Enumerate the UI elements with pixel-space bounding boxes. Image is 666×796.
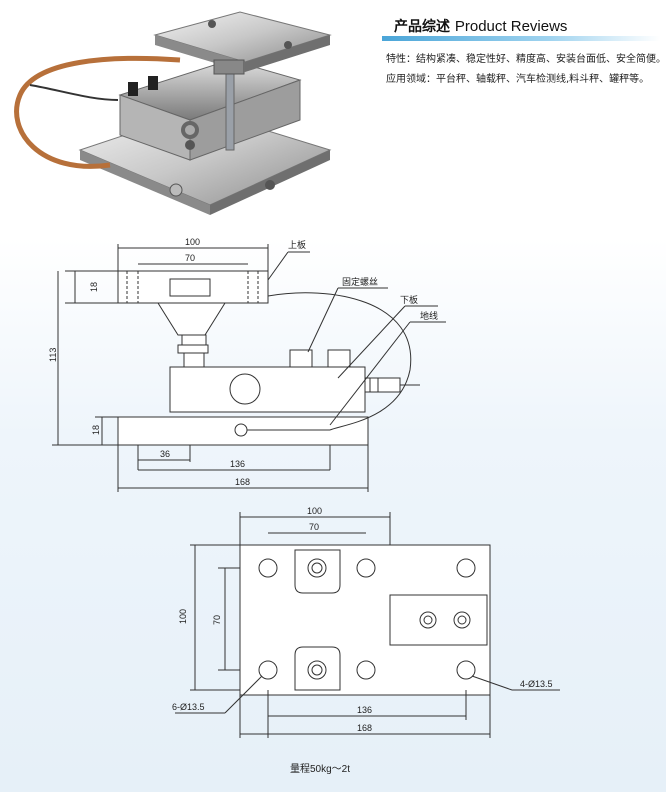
product-photo	[0, 0, 360, 225]
label-bottom-plate: 下板	[400, 294, 418, 305]
dim-hole-spacing: 136	[230, 459, 245, 469]
dim-bottom-thickness: 18	[91, 425, 101, 435]
plan-dim-top-width: 100	[307, 506, 322, 516]
dim-top-width: 100	[185, 237, 200, 247]
header-accent-bar	[382, 36, 660, 41]
dim-total-height: 113	[48, 348, 58, 362]
label-fixing-screw: 固定螺丝	[342, 276, 378, 287]
plan-dim-hole-spacing: 136	[357, 705, 372, 715]
section-title: 产品综述 Product Reviews	[394, 16, 567, 36]
plan-holes-left: 6-Ø13.5	[172, 702, 205, 712]
dim-base-width: 168	[235, 477, 250, 487]
dim-top-inner: 70	[185, 253, 195, 263]
dim-offset: 36	[160, 449, 170, 459]
plan-dim-height: 100	[178, 609, 188, 624]
section-header: 产品综述 Product Reviews	[382, 12, 660, 41]
plan-dim-inner-height: 70	[212, 615, 222, 625]
section-title-cn: 产品综述	[394, 19, 450, 35]
plan-dim-base-width: 168	[357, 723, 372, 733]
label-top-plate: 上板	[288, 239, 306, 250]
applications-line: 应用领域：平台秤、轴载秤、汽车检测线,料斗秤、罐秤等。	[386, 74, 650, 85]
technical-drawing: 100 70 上板 固定螺丝 下板 地线 18 113 18 36 136 16…	[0, 226, 666, 792]
capacity-label: 量程50kg～2t	[290, 763, 350, 775]
section-title-en: Product Reviews	[454, 18, 568, 35]
dim-top-thickness: 18	[89, 282, 99, 292]
features-line: 特性：结构紧凑、稳定性好、精度高、安装台面低、安全简便。	[386, 54, 666, 65]
plan-dim-top-inner: 70	[309, 522, 319, 532]
product-description: 特性：结构紧凑、稳定性好、精度高、安装台面低、安全简便。 应用领域：平台秤、轴载…	[386, 50, 666, 90]
label-ground-wire: 地线	[420, 310, 438, 321]
plan-holes-right: 4-Ø13.5	[520, 679, 553, 689]
